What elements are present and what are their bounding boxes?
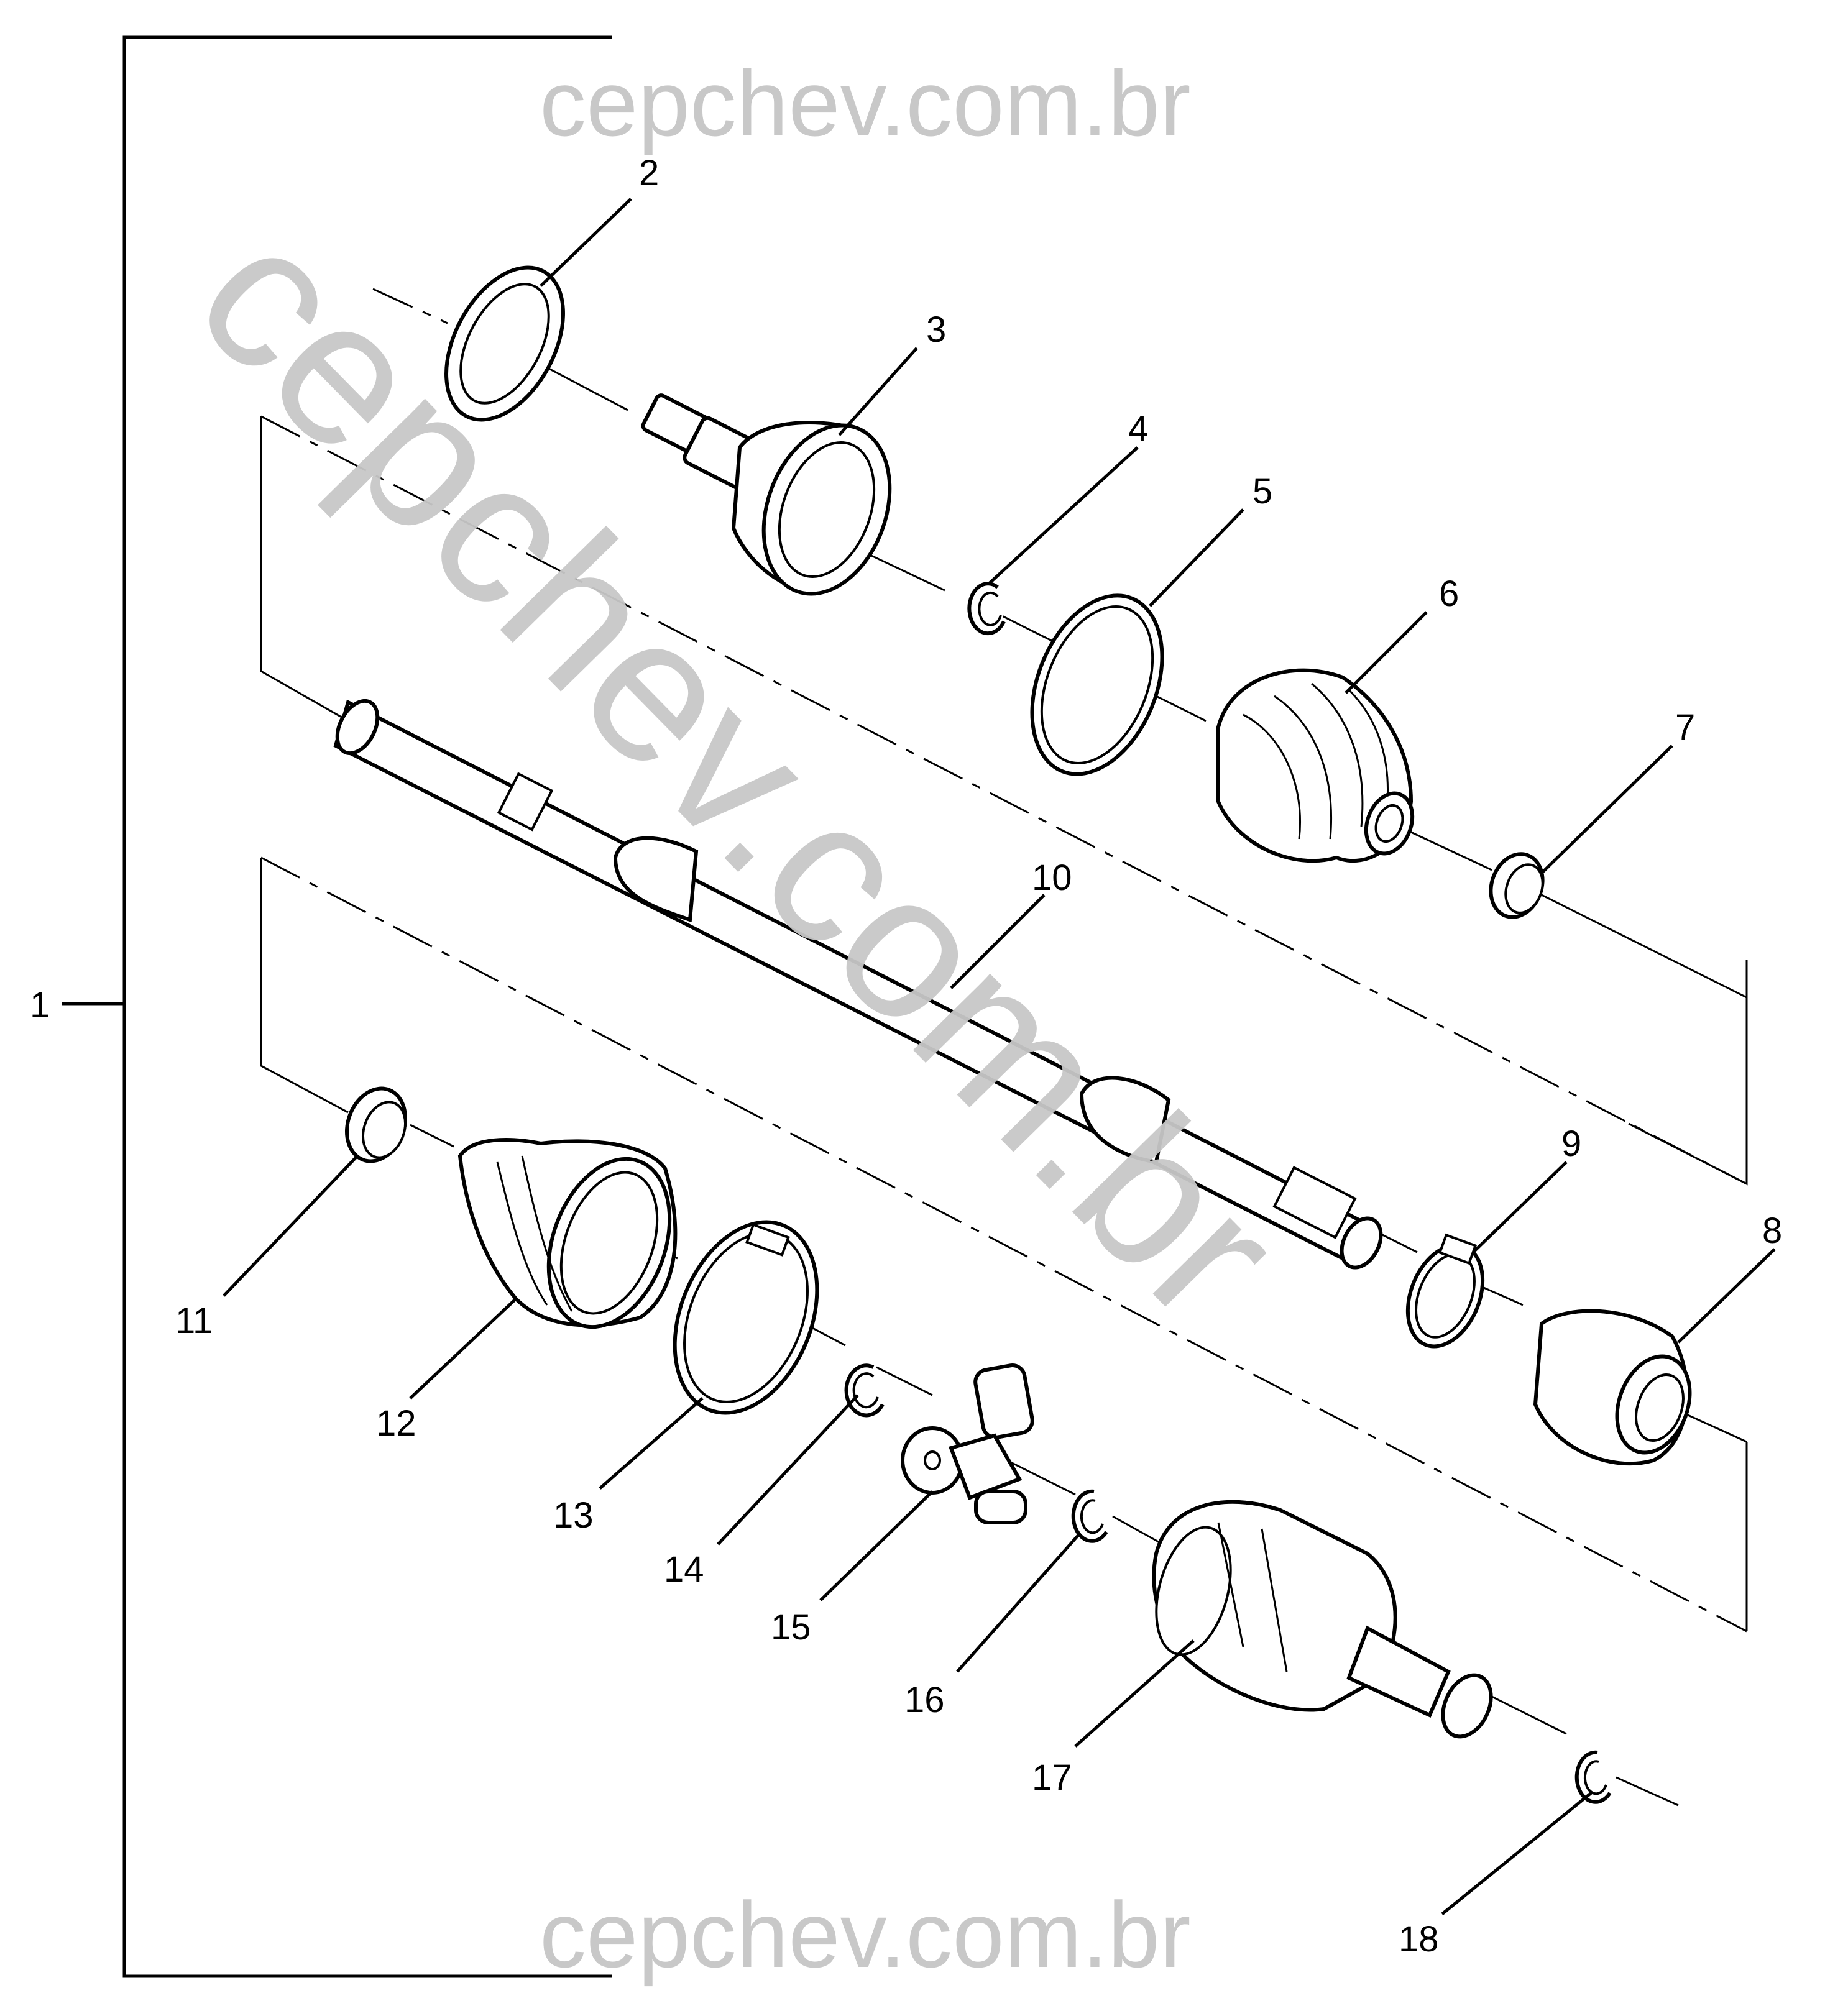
callout-11: 11 bbox=[175, 1301, 213, 1341]
part-5-clamp-ring bbox=[1030, 593, 1164, 776]
part-10-axle-shaft bbox=[333, 699, 1383, 1270]
callout-2: 2 bbox=[639, 153, 659, 193]
callout-labels: 1 2 3 4 5 6 7 8 9 10 11 12 13 14 15 16 1… bbox=[30, 153, 1782, 1959]
part-3-outer-cv-joint bbox=[641, 393, 892, 596]
watermark-top: cepchev.com.br bbox=[540, 51, 1191, 155]
callout-7: 7 bbox=[1675, 707, 1695, 748]
part-8-bearing bbox=[1533, 1309, 1692, 1466]
part-2-seal bbox=[444, 265, 565, 422]
callout-18: 18 bbox=[1399, 1919, 1439, 1959]
part-9-clamp bbox=[1405, 1233, 1485, 1349]
watermarks: cepchev.com.br cepchev.com.br cepchev.co… bbox=[155, 51, 1323, 1987]
part-16-snap-ring bbox=[1071, 1489, 1108, 1543]
assembly-bracket bbox=[62, 35, 612, 1978]
callout-5: 5 bbox=[1253, 471, 1272, 511]
part-4-snap-ring bbox=[967, 582, 1006, 636]
watermark-bottom: cepchev.com.br bbox=[540, 1882, 1191, 1987]
part-12-inner-boot bbox=[457, 1138, 678, 1329]
part-14-snap-ring bbox=[844, 1363, 885, 1418]
callout-3: 3 bbox=[926, 309, 946, 350]
callout-9: 9 bbox=[1561, 1124, 1581, 1164]
lower-alignment-frame bbox=[260, 856, 1748, 1633]
callout-15: 15 bbox=[771, 1607, 811, 1647]
callout-12: 12 bbox=[376, 1403, 416, 1444]
callout-13: 13 bbox=[553, 1495, 594, 1536]
part-11-small-clamp bbox=[344, 1086, 408, 1163]
part-7-small-clamp bbox=[1489, 852, 1545, 919]
part-6-outer-boot bbox=[1216, 668, 1415, 863]
callout-8: 8 bbox=[1762, 1211, 1782, 1251]
callout-4: 4 bbox=[1128, 409, 1148, 449]
upper-alignment-frame bbox=[260, 415, 1748, 1186]
callout-10: 10 bbox=[1032, 858, 1072, 898]
callout-6: 6 bbox=[1439, 574, 1459, 614]
callout-1: 1 bbox=[30, 985, 50, 1025]
part-15-tripod-spider bbox=[901, 1363, 1034, 1524]
callout-17: 17 bbox=[1032, 1757, 1072, 1798]
part-13-large-clamp bbox=[673, 1220, 819, 1415]
part-18-snap-ring bbox=[1574, 1750, 1612, 1804]
part-17-inner-joint-housing bbox=[1152, 1500, 1493, 1739]
callout-16: 16 bbox=[904, 1680, 945, 1720]
leader-lines bbox=[223, 198, 1776, 1915]
callout-14: 14 bbox=[664, 1549, 704, 1590]
